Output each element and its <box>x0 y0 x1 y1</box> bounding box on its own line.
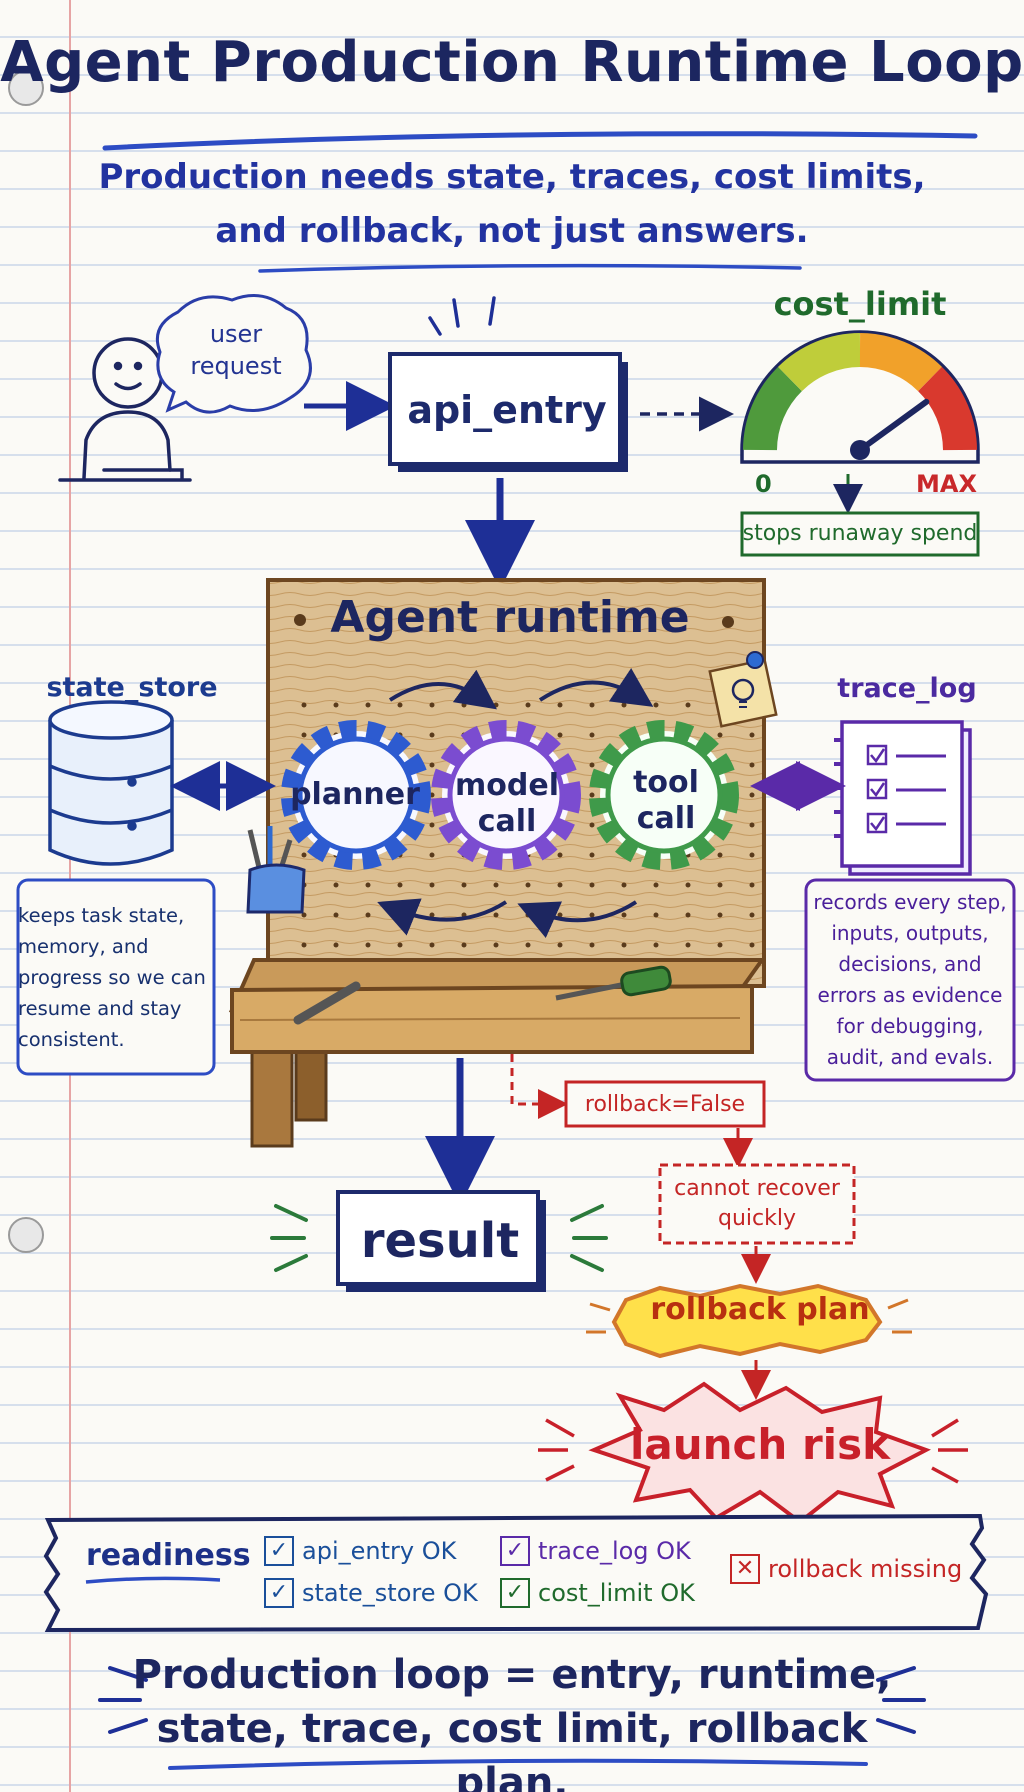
trace-note-box <box>804 878 1016 1082</box>
checkbox-failed-icon: ✕ <box>730 1554 760 1584</box>
gauge-min-label: 0 <box>755 470 772 498</box>
state-note-box <box>16 878 216 1076</box>
tool-cup-icon <box>246 826 306 914</box>
readiness-item-label: cost_limit OK <box>538 1579 695 1607</box>
page-title: Agent Production Runtime Loop <box>0 30 1024 95</box>
lightbulb-note-icon <box>708 651 778 728</box>
gauge-max-label: MAX <box>916 470 977 498</box>
trace-log-note: records every step, inputs, outputs, dec… <box>813 890 1007 1069</box>
user-request-bubble-text: user request <box>190 320 282 380</box>
footer-summary: Production loop = entry, runtime, state,… <box>132 1652 892 1792</box>
state-store-note: keeps task state, memory, and progress s… <box>18 903 206 1051</box>
database-icon <box>48 700 174 866</box>
wrench-icon <box>293 981 361 1025</box>
readiness-item-trace-log: ✓ trace_log OK <box>500 1536 691 1566</box>
cannot-recover-box <box>658 1163 856 1245</box>
checkbox-checked-icon: ✓ <box>500 1578 530 1608</box>
cost-limit-note: stops runaway spend <box>742 520 978 546</box>
gears <box>281 720 739 870</box>
readiness-label: readiness <box>86 1538 251 1573</box>
agent-runtime-title: Agent runtime <box>330 592 690 643</box>
readiness-banner <box>43 1513 989 1633</box>
hole-punch-icon <box>8 1217 44 1253</box>
trace-log-title: trace_log <box>837 673 977 704</box>
gear-tool-call-label: tool call <box>633 765 699 836</box>
cost-note-box <box>740 511 980 557</box>
result-box: result <box>360 1213 520 1269</box>
launch-risk-text: launch risk <box>630 1420 890 1469</box>
checkbox-checked-icon: ✓ <box>264 1536 294 1566</box>
user-figure-icon <box>58 337 192 482</box>
api-entry-box: api_entry <box>407 388 607 432</box>
rollback-plan-burst <box>611 1283 883 1359</box>
speech-bubble <box>155 294 312 414</box>
readiness-item-label: rollback missing <box>768 1555 963 1583</box>
rollback-flag: rollback=False <box>584 1091 746 1117</box>
cost-limit-title: cost_limit <box>773 285 947 323</box>
rollback-flag-box <box>564 1080 766 1128</box>
gear-model-call-label: model call <box>455 768 559 839</box>
readiness-item-api-entry: ✓ api_entry OK <box>264 1536 456 1566</box>
cannot-recover-text: cannot recover quickly <box>674 1176 840 1231</box>
gear-planner-label: planner <box>290 777 420 812</box>
checkbox-checked-icon: ✓ <box>264 1578 294 1608</box>
readiness-item-label: trace_log OK <box>538 1537 691 1565</box>
notebook-icon <box>834 720 972 876</box>
screwdriver-icon <box>555 965 672 1001</box>
page-subtitle: Production needs state, traces, cost lim… <box>98 157 926 251</box>
readiness-item-rollback: ✕ rollback missing <box>730 1554 962 1584</box>
launch-risk-burst <box>588 1381 931 1525</box>
rollback-plan-text: rollback plan <box>650 1292 870 1327</box>
hole-punch-icon <box>8 70 44 106</box>
readiness-item-state-store: ✓ state_store OK <box>264 1578 478 1608</box>
checkbox-checked-icon: ✓ <box>500 1536 530 1566</box>
state-store-title: state_store <box>46 672 218 703</box>
readiness-item-label: api_entry OK <box>302 1537 457 1565</box>
readiness-item-label: state_store OK <box>302 1579 478 1607</box>
cost-gauge <box>740 330 980 514</box>
readiness-item-cost-limit: ✓ cost_limit OK <box>500 1578 695 1608</box>
